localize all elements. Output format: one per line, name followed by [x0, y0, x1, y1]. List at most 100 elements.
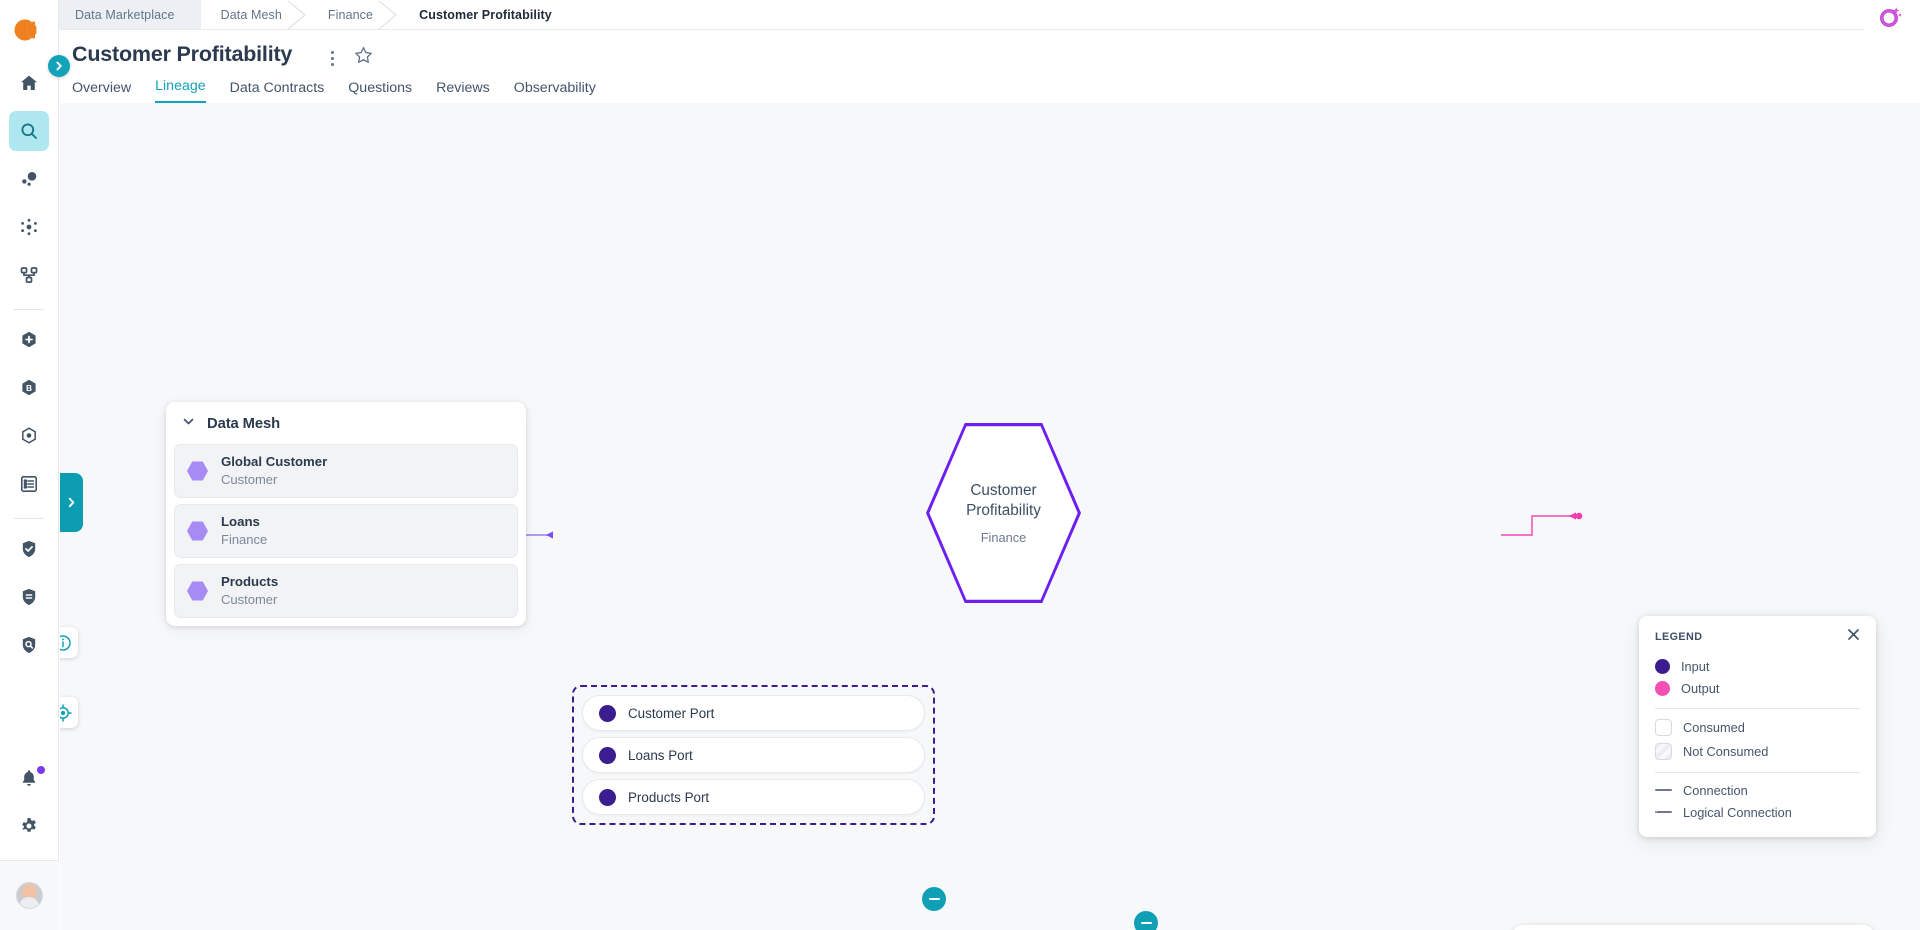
- breadcrumb-separator-icon: [179, 0, 202, 30]
- chevron-down-icon[interactable]: [182, 415, 195, 433]
- legend-label: Consumed: [1683, 719, 1745, 735]
- sidebar-item-search[interactable]: [9, 111, 49, 151]
- asset-name: Loans: [221, 514, 260, 530]
- tab-lineage[interactable]: Lineage: [155, 78, 206, 103]
- breadcrumb-item-0[interactable]: Data Marketplace: [59, 0, 202, 30]
- notification-badge: [37, 766, 45, 774]
- info-icon[interactable]: [60, 627, 78, 658]
- sidebar-item-shield-policy[interactable]: [9, 577, 49, 617]
- dashed-line-icon: [1655, 811, 1672, 813]
- tab-questions[interactable]: Questions: [348, 80, 413, 96]
- input-port-dot-icon: [599, 788, 616, 806]
- legend-panel[interactable]: LEGEND Input Output Consumed Not Consume…: [1639, 616, 1876, 837]
- sidebar-item-shield-check[interactable]: [9, 529, 49, 569]
- expand-left-panel-tab[interactable]: [60, 473, 83, 532]
- rail-expand-button[interactable]: [48, 55, 70, 77]
- asset-hexagon-icon: [187, 581, 208, 601]
- center-data-product-node[interactable]: Customer Profitability Finance: [926, 423, 1081, 603]
- asset-hexagon-icon: [187, 521, 208, 541]
- legend-row-connection: Connection: [1655, 779, 1860, 801]
- group-header[interactable]: Data Mesh: [1513, 925, 1873, 930]
- list-item[interactable]: Global Customer Customer: [174, 444, 518, 498]
- ai-sparkle-icon[interactable]: [1861, 0, 1920, 32]
- sidebar-item-data-products[interactable]: [9, 159, 49, 199]
- legend-label: Logical Connection: [1683, 804, 1792, 820]
- list-item[interactable]: Products Customer: [174, 564, 518, 618]
- notifications-bell-icon[interactable]: [9, 758, 49, 798]
- group-panel-right[interactable]: Data Mesh Profitability Reporting Financ…: [1513, 925, 1873, 930]
- port-label: Customer Port: [628, 705, 715, 721]
- user-avatar[interactable]: [0, 860, 59, 930]
- legend-row-not-consumed: Not Consumed: [1655, 739, 1860, 763]
- legend-label: Not Consumed: [1683, 743, 1769, 759]
- asset-domain: Customer: [221, 592, 278, 608]
- breadcrumb-label: Data Mesh: [220, 7, 282, 22]
- close-icon[interactable]: [1847, 628, 1860, 646]
- legend-title: LEGEND: [1655, 631, 1703, 643]
- not-consumed-swatch-icon: [1655, 742, 1672, 760]
- port-label: Loans Port: [628, 747, 693, 763]
- breadcrumb-label: Customer Profitability: [419, 7, 552, 22]
- group-header[interactable]: Data Mesh: [166, 402, 526, 444]
- sidebar-item-catalog[interactable]: [9, 464, 49, 504]
- breadcrumb-item-2[interactable]: Finance: [308, 0, 400, 30]
- tab-data-contracts[interactable]: Data Contracts: [229, 80, 325, 96]
- legend-divider: [1655, 708, 1860, 709]
- group-asset-list: Global Customer Customer Loans Finance P…: [166, 444, 526, 626]
- asset-domain: Finance: [221, 532, 268, 548]
- breadcrumb-item-3[interactable]: Customer Profitability: [399, 0, 578, 29]
- sidebar-item-business-glossary[interactable]: B: [9, 368, 49, 408]
- sidebar-item-shield-search[interactable]: [9, 625, 49, 665]
- breadcrumb-separator-icon: [287, 0, 309, 30]
- tab-reviews[interactable]: Reviews: [436, 80, 490, 96]
- settings-gear-icon[interactable]: [9, 806, 49, 846]
- collapse-input-ports-button[interactable]: [922, 887, 946, 911]
- sidebar-item-hierarchy[interactable]: [9, 255, 49, 295]
- rail-divider: [14, 518, 44, 519]
- legend-row-logical-connection: Logical Connection: [1655, 801, 1860, 823]
- group-title: Data Mesh: [207, 416, 281, 432]
- legend-divider: [1655, 772, 1860, 773]
- svg-text:B: B: [26, 383, 32, 393]
- asset-domain: Customer: [221, 472, 278, 488]
- breadcrumb-label: Data Marketplace: [75, 7, 175, 22]
- input-port-group[interactable]: Customer Port Loans Port Products Port: [572, 685, 935, 825]
- asset-name: Products: [221, 574, 279, 590]
- left-nav-rail: B: [0, 0, 59, 930]
- recenter-target-icon[interactable]: [60, 697, 78, 728]
- legend-header: LEGEND: [1655, 628, 1860, 646]
- brand-logo-icon[interactable]: [0, 0, 59, 59]
- legend-label: Output: [1681, 680, 1720, 696]
- sidebar-item-home[interactable]: [9, 63, 49, 103]
- breadcrumb-label: Finance: [327, 7, 374, 22]
- port-customer[interactable]: Customer Port: [582, 695, 925, 731]
- port-products[interactable]: Products Port: [582, 779, 925, 815]
- list-item[interactable]: Loans Finance: [174, 504, 518, 558]
- group-panel-left[interactable]: Data Mesh Global Customer Customer Loans…: [166, 402, 526, 626]
- page-header: Customer Profitability Overview Lineage …: [59, 30, 1920, 103]
- hexagon-text: Customer Profitability Finance: [926, 423, 1081, 603]
- tab-overview[interactable]: Overview: [72, 80, 132, 96]
- port-loans[interactable]: Loans Port: [582, 737, 925, 773]
- breadcrumb-separator-icon: [378, 0, 400, 30]
- node-name: Customer Profitability: [966, 481, 1041, 519]
- tab-observability[interactable]: Observability: [513, 80, 596, 96]
- legend-row-output: Output: [1655, 677, 1860, 699]
- breadcrumb: Data Marketplace Data Mesh Finance Custo…: [59, 0, 1920, 32]
- collapse-output-ports-button[interactable]: [1134, 911, 1158, 930]
- sidebar-item-add-asset[interactable]: [9, 320, 49, 360]
- rail-divider: [14, 309, 44, 310]
- input-port-dot-icon: [599, 746, 616, 764]
- favorite-star-icon[interactable]: [354, 46, 373, 70]
- node-domain: Finance: [980, 530, 1027, 546]
- sidebar-item-domain[interactable]: [9, 416, 49, 456]
- asset-name: Global Customer: [221, 454, 328, 470]
- sidebar-item-data-mesh[interactable]: [9, 207, 49, 247]
- lineage-canvas[interactable]: Data Mesh Global Customer Customer Loans…: [60, 103, 1920, 930]
- more-options-icon[interactable]: [323, 47, 341, 69]
- output-swatch-icon: [1655, 680, 1670, 696]
- legend-label: Connection: [1683, 782, 1748, 798]
- port-label: Products Port: [628, 789, 710, 805]
- avatar-image: [15, 882, 43, 909]
- breadcrumb-item-1[interactable]: Data Mesh: [201, 0, 309, 30]
